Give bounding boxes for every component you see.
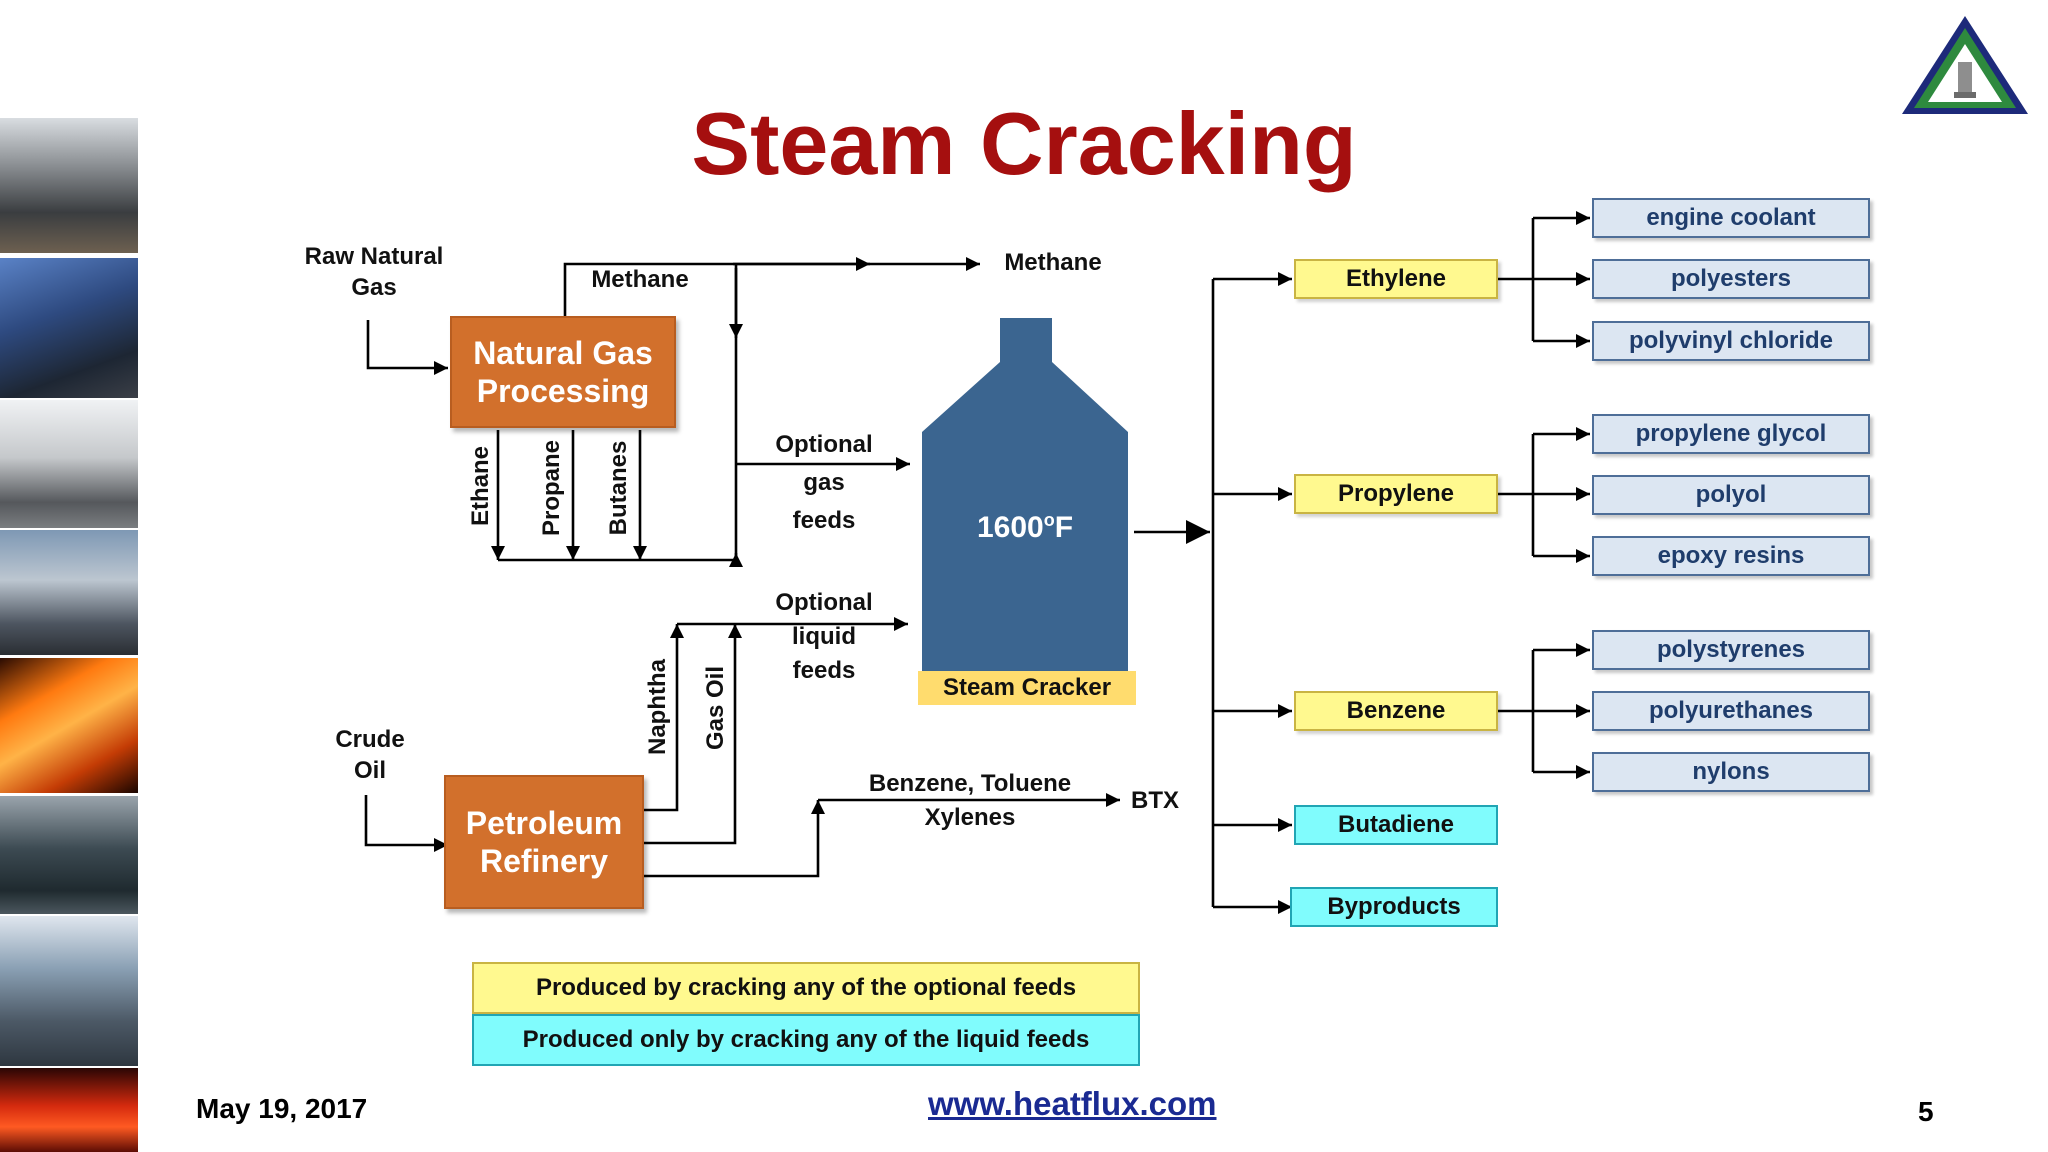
legend-optional-feeds: Produced by cracking any of the optional… (472, 962, 1140, 1014)
heatflux-logo (1902, 16, 2028, 114)
btx-label: BTX (1131, 787, 1179, 814)
refinery-photo-2 (0, 258, 138, 398)
btx-stream-label: Benzene, Toluene Xylenes (868, 770, 1072, 831)
crude-line (364, 795, 448, 852)
steam-cracker-label: Steam Cracker (918, 671, 1136, 705)
natural-gas-processing-box: Natural Gas Processing (450, 316, 676, 428)
refinery-photo-4 (0, 530, 138, 655)
refinery-photo-3 (0, 400, 138, 528)
product-butadiene: Butadiene (1294, 805, 1498, 845)
use-polyol: polyol (1592, 475, 1870, 515)
butanes-label: Butanes (605, 440, 632, 536)
slide-date: May 19, 2017 (196, 1093, 368, 1124)
furnace-photo-2 (0, 1068, 138, 1152)
use-propylene-glycol: propylene glycol (1592, 414, 1870, 454)
product-benzene: Benzene (1294, 691, 1498, 731)
product-propylene: Propylene (1294, 474, 1498, 514)
use-nylons: nylons (1592, 752, 1870, 792)
use-epoxy-resins: epoxy resins (1592, 536, 1870, 576)
refinery-photo-1 (0, 118, 138, 253)
use-polyvinyl-chloride: polyvinyl chloride (1592, 321, 1870, 361)
optional-liquid-feeds-label: Optional liquid feeds (775, 589, 873, 684)
crude-oil-label: Crude Oil (335, 726, 405, 784)
optional-gas-feeds-label: Optional gas feeds (775, 431, 873, 534)
furnace-photo (0, 658, 138, 793)
product-ethylene: Ethylene (1294, 259, 1498, 299)
btx-line (642, 800, 825, 878)
petroleum-refinery-box: Petroleum Refinery (444, 775, 644, 909)
refinery-photo-5 (0, 796, 138, 914)
naphtha-label: Naphtha (644, 659, 671, 755)
steam-cracker-vessel (922, 318, 1128, 672)
methane-label-2: Methane (1004, 249, 1102, 276)
cracker-temperature: 1600oF (976, 510, 1074, 544)
slide-title: Steam Cracking (691, 94, 1357, 193)
gas-oil-label: Gas Oil (702, 665, 729, 751)
methane-label-1: Methane (591, 266, 689, 293)
product-byproducts: Byproducts (1290, 887, 1498, 927)
ethane-label: Ethane (467, 445, 494, 527)
raw-gas-line (366, 320, 448, 375)
use-polystyrenes: polystyrenes (1592, 630, 1870, 670)
naphtha-line (642, 624, 684, 812)
gas-oil-line (642, 624, 742, 845)
use-engine-coolant: engine coolant (1592, 198, 1870, 238)
website-link[interactable]: www.heatflux.com (928, 1085, 1217, 1122)
slide-page-number: 5 (1918, 1096, 1934, 1127)
use-polyesters: polyesters (1592, 259, 1870, 299)
refinery-photo-6 (0, 916, 138, 1066)
raw-natural-gas-label: Raw Natural Gas (304, 243, 444, 301)
use-polyurethanes: polyurethanes (1592, 691, 1870, 731)
legend-liquid-feeds: Produced only by cracking any of the liq… (472, 1014, 1140, 1066)
propane-label: Propane (538, 439, 565, 537)
